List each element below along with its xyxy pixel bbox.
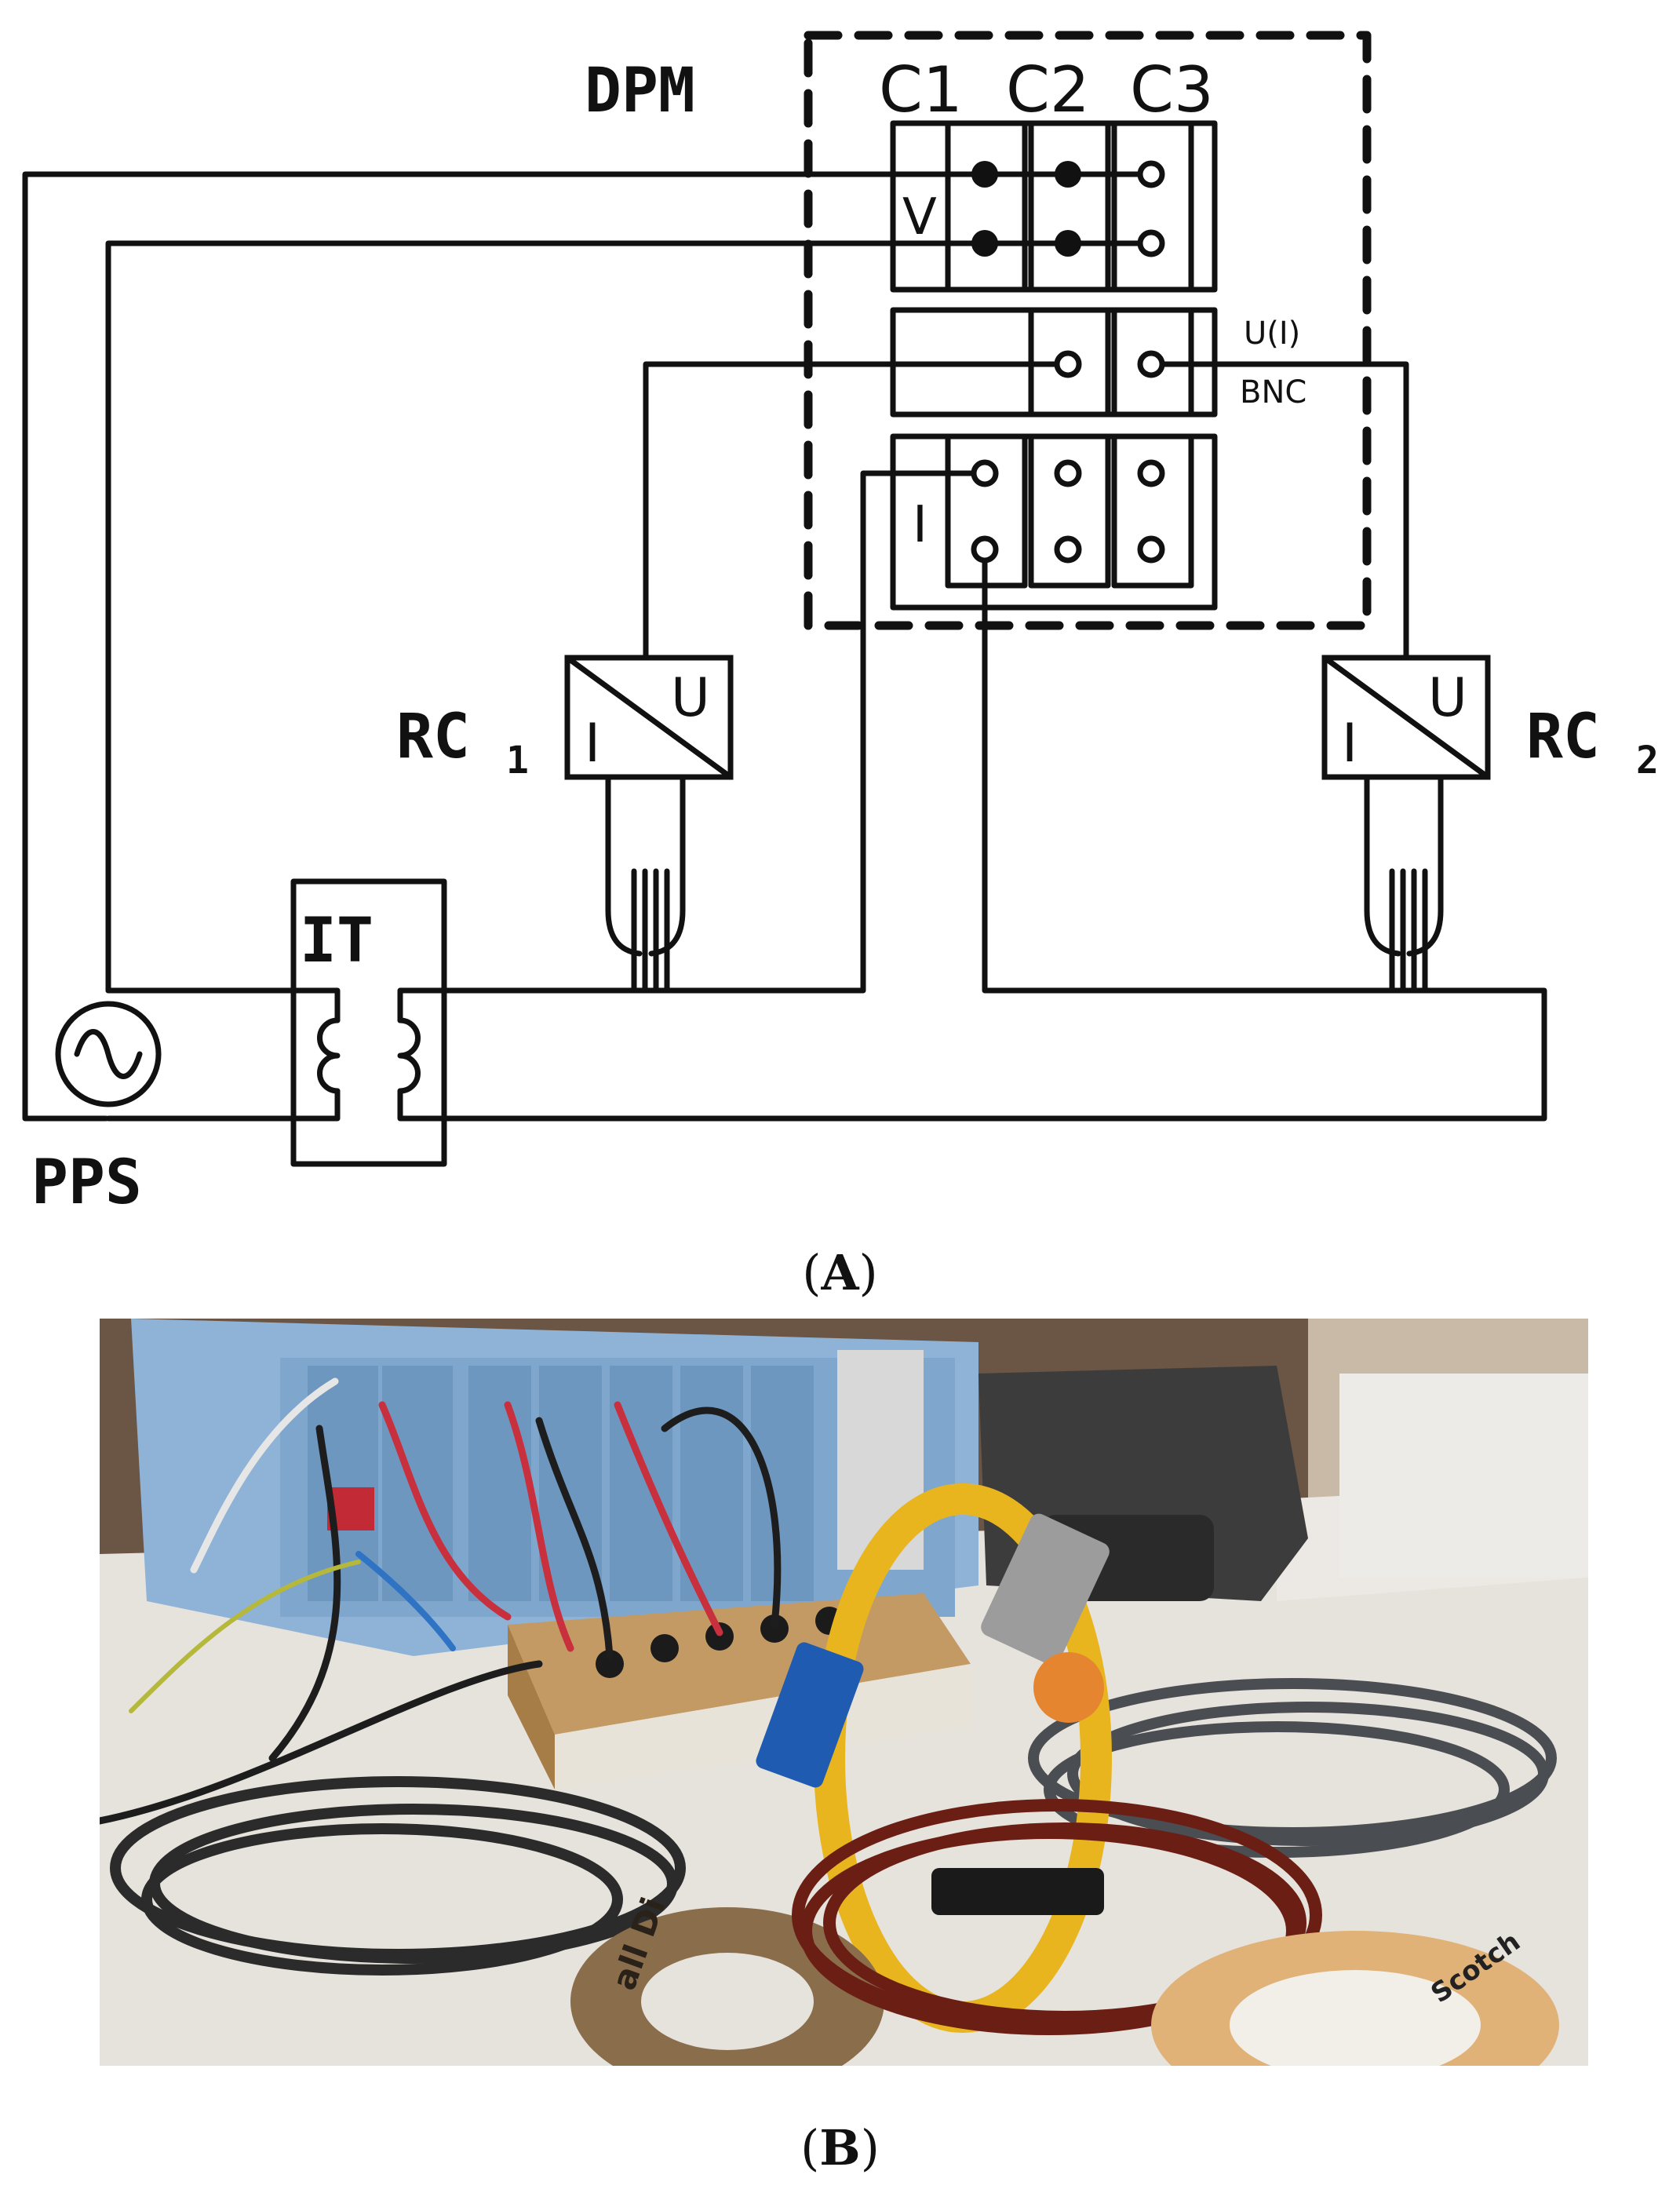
v-label: V (902, 188, 937, 246)
bnc-wire-rc2 (1148, 361, 1409, 661)
setup-photo: all Di Scotch (100, 1319, 1588, 2066)
bnc-wire-rc1 (643, 361, 1071, 661)
it-transformer-box (290, 878, 447, 1167)
rc1-u-label: U (671, 667, 710, 729)
c1-label: C1 (879, 53, 963, 126)
rc2-label: RC (1526, 702, 1600, 772)
ui-label: U(I) (1244, 316, 1300, 352)
current-wire-out (417, 546, 1547, 1122)
caption-a: (A) (802, 1244, 878, 1301)
caption-b-letter: B (819, 2119, 861, 2176)
current-module (890, 433, 1218, 611)
i-input-label: I (913, 496, 927, 554)
caption-a-letter: A (821, 1244, 859, 1301)
rc2-u-label: U (1428, 667, 1467, 729)
c2-label: C2 (1006, 53, 1090, 126)
caption-b: (B) (800, 2119, 880, 2176)
dpm-enclosure (804, 31, 1372, 630)
rc1-i-label: I (585, 713, 600, 775)
current-wire-in (734, 470, 988, 994)
c3-label: C3 (1130, 53, 1214, 126)
rc2-i-label: I (1342, 713, 1357, 775)
pps-source (55, 1001, 162, 1107)
dpm-label: DPM (585, 56, 695, 126)
pps-label: PPS (31, 1147, 142, 1218)
rc1-subscript: 1 (506, 739, 529, 783)
wiring-diagram: DPM PPS IT RC 1 RC 2 C1 C2 C3 V I U(I) B… (22, 31, 1659, 1218)
bnc-label: BNC (1240, 374, 1306, 410)
it-label: IT (300, 906, 374, 976)
rc2-subscript: 2 (1636, 739, 1659, 783)
voltage-wire-1 (22, 171, 1154, 1122)
voltage-wire-2 (105, 240, 1154, 994)
voltage-module (890, 120, 1218, 293)
rc1-label: RC (396, 702, 470, 772)
